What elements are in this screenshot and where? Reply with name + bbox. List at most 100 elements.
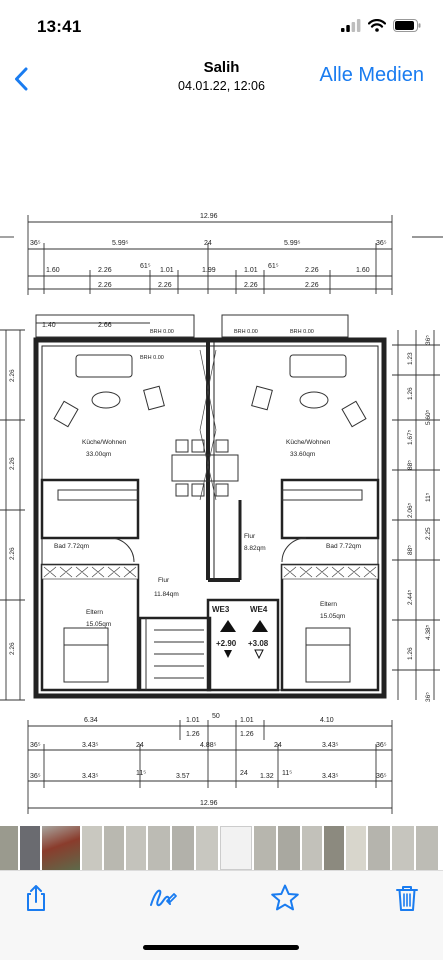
thumbnail[interactable] [392,826,414,870]
room-flur-left-name: Flur [158,577,170,584]
dim-right-c: 1.67⁵ [407,429,414,445]
dim-bottom-r2-g: 36⁵ [376,742,387,749]
dim-balcony-left: 1.40 [42,322,56,329]
battery-icon [393,19,421,32]
dim-right-g: 2.44⁵ [407,589,414,605]
thumbnail[interactable] [20,826,40,870]
room-eltern-left-name: Eltern [86,609,103,616]
dim-right-k: 11⁵ [425,492,432,502]
dim-top-r2-b: 2.26 [98,267,112,274]
dim-bottom-r3-b: 3.43⁵ [82,773,99,780]
dim-bottom-r3-i: 36⁵ [376,773,387,780]
dim-top-r2-a: 1.60 [46,267,60,274]
dim-bottom-r1-f: 1.26 [186,731,200,738]
dim-top-r2-i: 1.60 [356,267,370,274]
thumbnail[interactable] [278,826,300,870]
unit-we4-level: +3.08 [248,639,269,648]
dim-bottom-r3-f: 1.32 [260,773,274,780]
brh-label-2: BRH 0.00 [234,329,258,335]
dim-bottom-r3-g: 11⁵ [282,770,292,777]
dim-bottom-r2-b: 3.43⁵ [82,742,99,749]
dim-left-c: 2.26 [9,547,16,560]
dim-right-d: 88⁵ [407,460,414,470]
dim-bottom-r1-c: 50 [212,713,220,720]
favorite-button[interactable] [268,881,302,915]
dim-top-r2-d: 1.01 [160,267,174,274]
dim-bottom-total: 12.96 [200,800,218,807]
dim-bottom-r1-a: 6.34 [84,717,98,724]
dim-bottom-r2-a: 36⁵ [30,742,41,749]
room-kitchen-right-area: 33.60qm [290,451,315,458]
thumbnail[interactable] [368,826,390,870]
thumbnail[interactable] [42,826,80,870]
room-kitchen-right-name: Küche/Wohnen [286,439,331,446]
dim-bottom-r3-c: 11⁵ [136,770,146,777]
cellular-signal-icon [341,19,361,32]
floor-plan-image: 12.96 36⁵ 5.99⁵ 24 5.99⁵ 36⁵ 1.60 2.26 6… [0,213,443,814]
dim-top-r3-b: 2.26 [158,282,172,289]
thumbnail[interactable] [346,826,366,870]
dim-bottom-r3-d: 3.57 [176,773,190,780]
all-media-button[interactable]: Alle Medien [319,64,424,86]
dim-balcony-width: 2.66 [98,322,112,329]
dim-right-j: 5.60⁵ [425,409,432,425]
nav-title-group: Salih 04.01.22, 12:06 [120,59,323,93]
thumbnail[interactable] [104,826,124,870]
navigation-bar: Salih 04.01.22, 12:06 Alle Medien [0,50,443,108]
dim-right-m: 4.38⁵ [425,624,432,640]
nav-title: Salih [203,59,240,76]
unit-we4: WE4 [250,605,268,614]
thumbnail[interactable] [302,826,322,870]
dim-bottom-r2-d: 4.88⁵ [200,742,217,749]
share-icon [27,885,45,911]
back-button[interactable] [6,62,36,96]
markup-icon [150,889,177,907]
dim-right-f: 88⁵ [407,545,414,555]
room-kitchen-left-name: Küche/Wohnen [82,439,127,446]
photo-viewer[interactable]: 12.96 36⁵ 5.99⁵ 24 5.99⁵ 36⁵ 1.60 2.26 6… [0,110,443,822]
dim-right-a: 1.23 [407,352,414,365]
dim-top-total: 12.96 [200,213,218,220]
delete-button[interactable] [390,881,424,915]
dim-top-r2-e: 1.99 [202,267,216,274]
dim-top-r3-d: 2.26 [305,282,319,289]
brh-label-3: BRH 0.00 [290,329,314,335]
room-eltern-left-area: 15.05qm [86,621,111,628]
dim-bottom-r3-h: 3.43⁵ [322,773,339,780]
home-indicator[interactable] [143,945,299,950]
thumbnail[interactable] [82,826,102,870]
thumbnail[interactable] [254,826,276,870]
thumbnail[interactable] [126,826,146,870]
dim-bottom-r1-b: 1.01 [186,717,200,724]
unit-we3: WE3 [212,605,230,614]
dim-right-e: 2.06⁵ [407,502,414,518]
thumbnail[interactable] [148,826,170,870]
room-kitchen-left-area: 33.00qm [86,451,111,458]
thumbnail[interactable] [172,826,194,870]
room-bath-left: Bad 7.72qm [54,543,89,550]
dim-left-d: 2.26 [9,642,16,655]
room-bath-right: Bad 7.72qm [326,543,361,550]
thumbnail[interactable] [324,826,344,870]
dim-right-i: 36⁵ [425,335,432,345]
dim-top-r2-c: 61⁵ [140,263,151,270]
unit-we3-level: +2.90 [216,639,237,648]
bottom-toolbar [0,870,443,960]
thumbnail-strip[interactable] [0,826,443,870]
room-flur-right-area: 8.82qm [244,545,266,552]
dim-top-r1-mid: 24 [204,240,212,247]
thumbnail[interactable] [196,826,218,870]
thumbnail[interactable] [416,826,438,870]
dim-bottom-r1-d: 1.01 [240,717,254,724]
dim-bottom-r1-g: 1.26 [240,731,254,738]
dim-left-a: 2.26 [9,369,16,382]
dim-bottom-r3-e: 24 [240,770,248,777]
thumbnail[interactable] [0,826,18,870]
nav-subtitle: 04.01.22, 12:06 [178,79,265,93]
markup-button[interactable] [146,881,180,915]
dim-right-l: 2.25 [425,527,432,540]
thumbnail-selected[interactable] [220,826,252,870]
dim-bottom-r2-e: 24 [274,742,282,749]
status-icons [341,19,421,32]
share-button[interactable] [19,881,53,915]
